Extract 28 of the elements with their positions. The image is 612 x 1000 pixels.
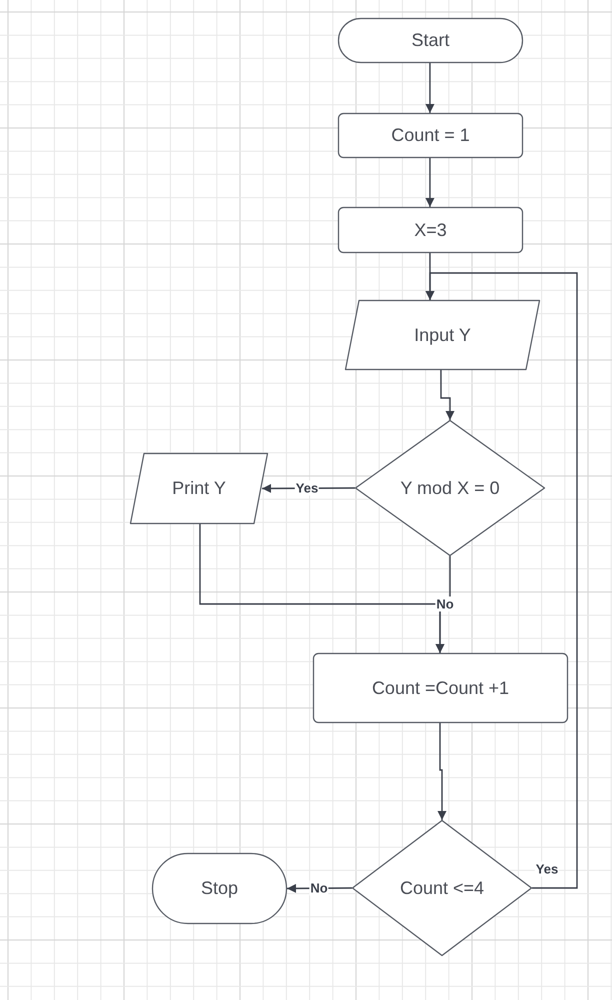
arrow xyxy=(438,723,446,820)
decision-diamond xyxy=(352,820,532,956)
process-box xyxy=(338,113,523,158)
edge-label: Yes xyxy=(294,480,320,496)
node-label: Print Y xyxy=(172,478,226,499)
terminal-shape xyxy=(152,853,287,924)
input-output-parallelogram xyxy=(130,453,268,524)
node-label: Start xyxy=(411,30,450,51)
node-label: Input Y xyxy=(414,324,471,346)
node-label: Y mod X = 0 xyxy=(400,478,500,498)
arrow xyxy=(425,63,434,113)
edge-label: No xyxy=(435,596,455,612)
node-label: Count = 1 xyxy=(391,125,470,146)
decision-diamond xyxy=(355,420,545,556)
arrow xyxy=(440,370,454,420)
terminal-shape xyxy=(338,18,523,63)
arrow xyxy=(425,158,434,207)
edge-label: Yes xyxy=(534,862,560,876)
node-label: X=3 xyxy=(414,220,447,240)
arrow xyxy=(199,524,444,653)
process-box xyxy=(313,653,568,723)
process-box xyxy=(338,207,523,253)
input-output-parallelogram xyxy=(345,300,540,370)
node-label: Count =Count +1 xyxy=(372,678,510,698)
edge-label: No xyxy=(309,880,329,896)
node-label: Count <=4 xyxy=(400,878,484,898)
node-label: Stop xyxy=(200,878,238,899)
arrow xyxy=(426,272,578,889)
